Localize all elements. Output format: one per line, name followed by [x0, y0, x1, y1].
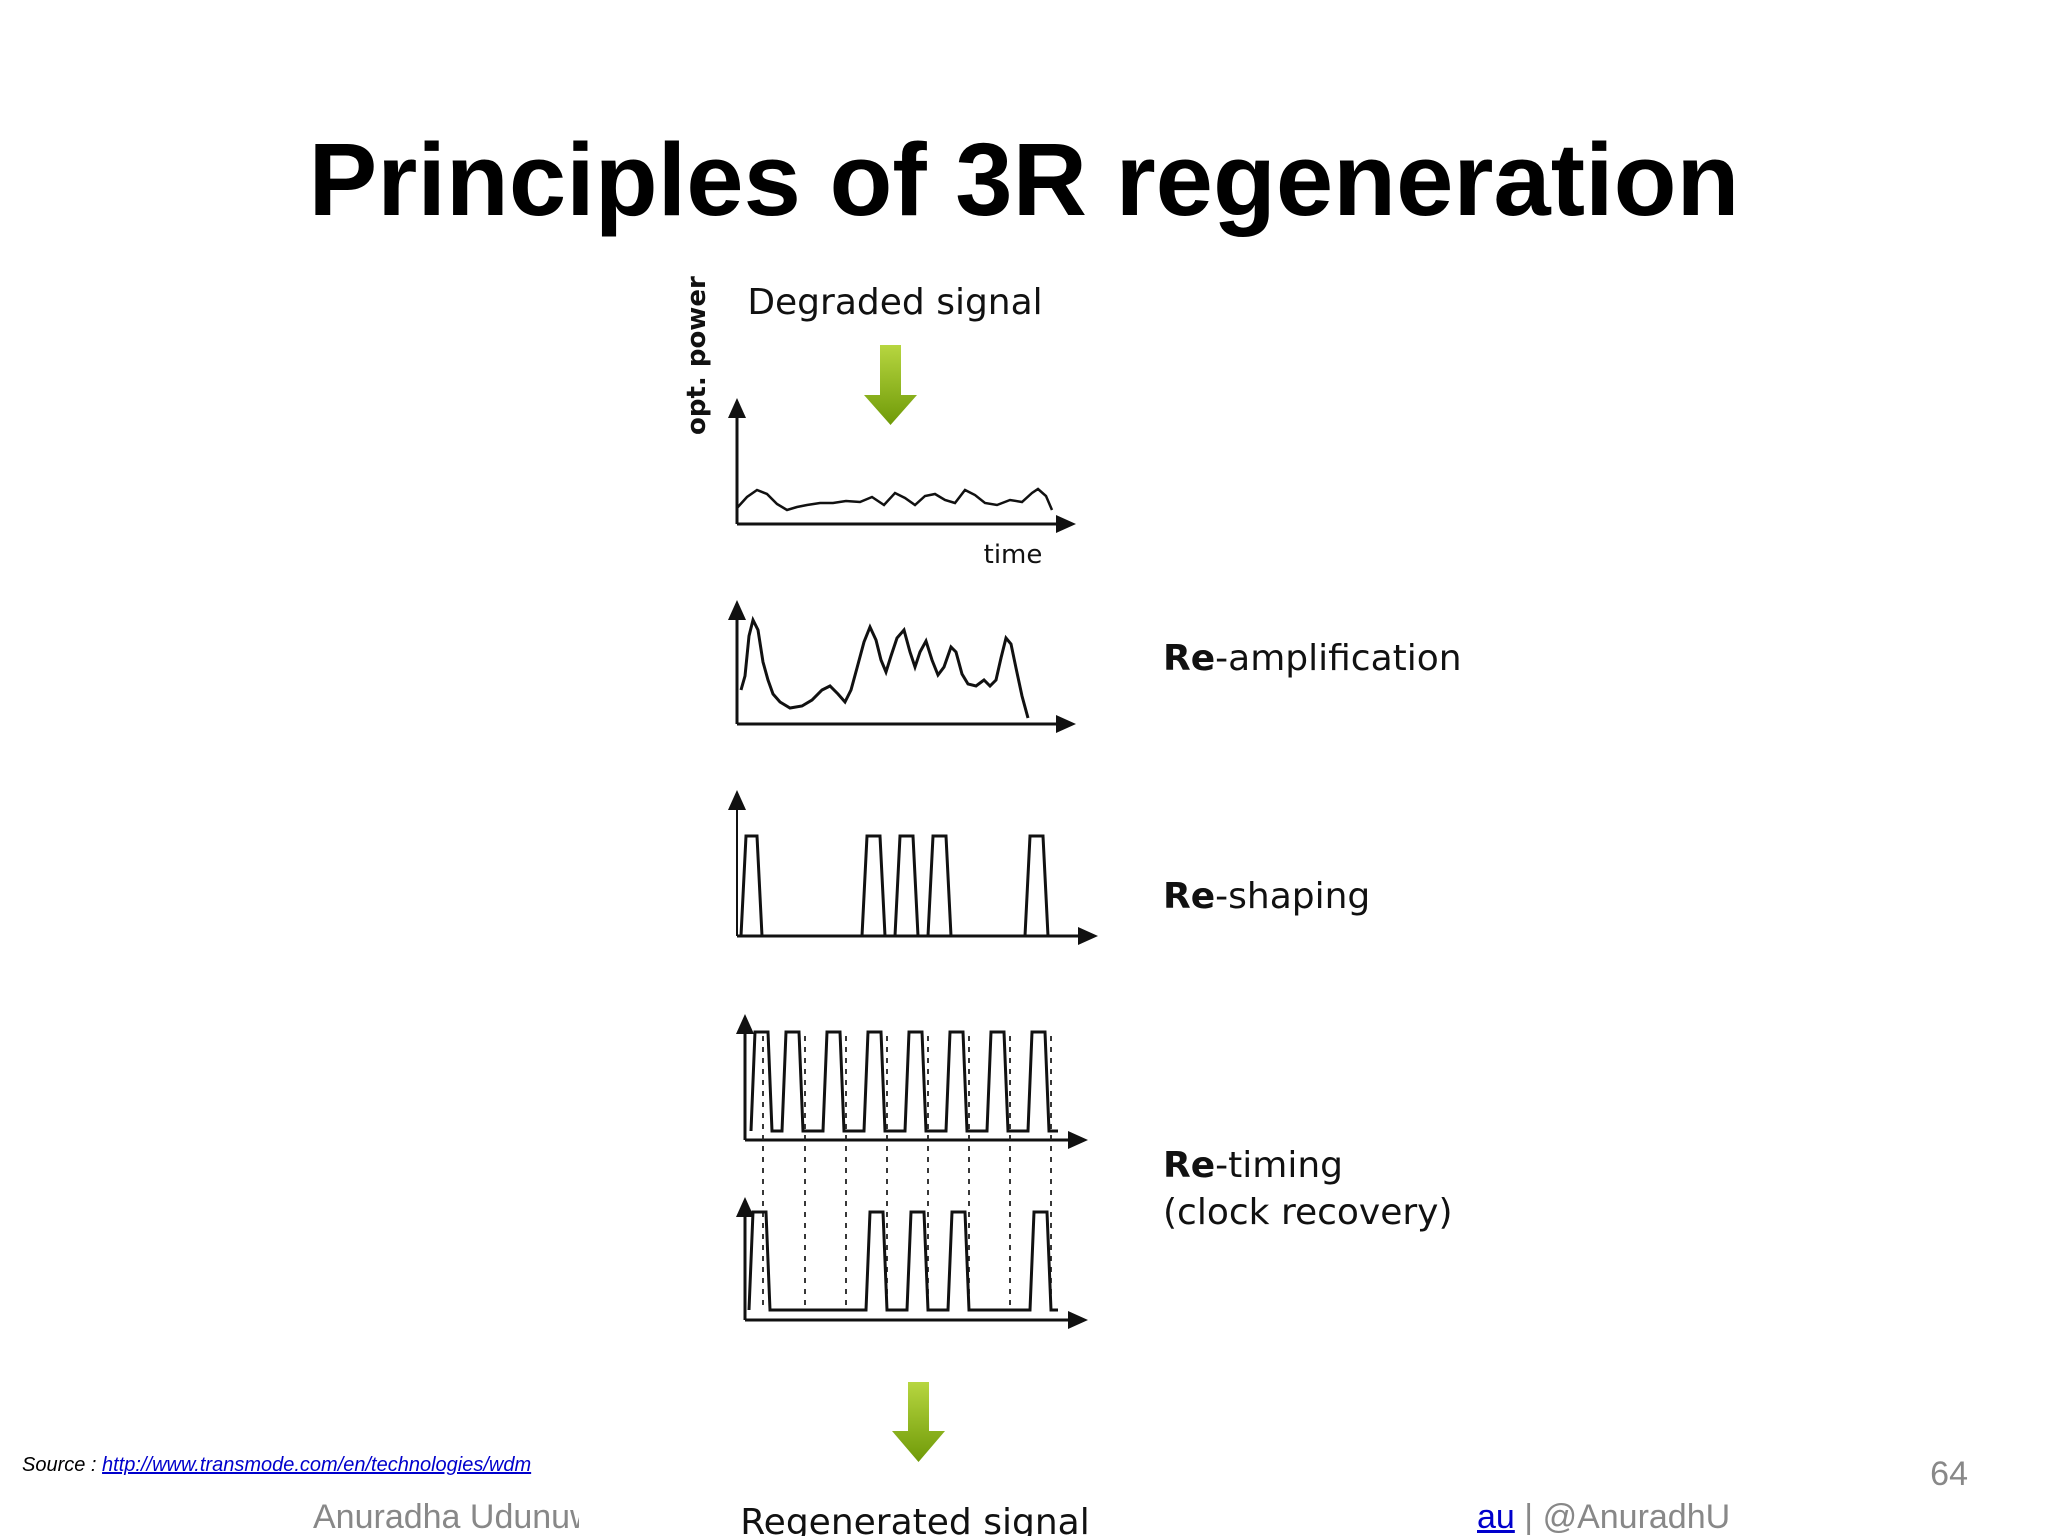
down-arrow-icon — [864, 345, 917, 425]
source-citation: Source : http://www.transmode.com/en/tec… — [22, 1454, 531, 1477]
x-axis-label: time — [984, 540, 1043, 570]
re-amplification-prefix: Re — [1163, 638, 1215, 679]
re-amplification-rest: -amplification — [1215, 638, 1461, 679]
re-amplification-label: Re-amplification — [1163, 638, 1462, 679]
retimed-signal-plot — [736, 1197, 1088, 1329]
degraded-signal-plot — [728, 398, 1076, 533]
clock-waveform — [749, 1030, 1058, 1133]
re-shaping-plot — [728, 790, 1098, 945]
source-link[interactable]: http://www.transmode.com/en/technologies… — [102, 1454, 532, 1476]
re-timing-prefix: Re — [1163, 1145, 1215, 1186]
down-arrow-icon — [892, 1382, 945, 1462]
source-prefix: Source : — [22, 1454, 103, 1476]
footer-handle: @AnuradhU — [1542, 1498, 1731, 1536]
degraded-signal-label: Degraded signal — [747, 282, 1042, 323]
degraded-waveform — [736, 487, 1054, 512]
page-number: 64 — [1930, 1455, 1968, 1493]
re-shaping-rest: -shaping — [1215, 876, 1370, 917]
footer-link[interactable]: au — [1477, 1498, 1515, 1536]
footer-contact: au | @AnuradhU — [1477, 1498, 1730, 1536]
re-amplification-plot — [728, 600, 1076, 733]
y-axis-label: opt. power — [682, 276, 712, 435]
clock-sampling-lines — [762, 1036, 1052, 1306]
regenerated-signal-label: Regenerated signal — [740, 1502, 1089, 1536]
clock-recovery-label: (clock recovery) — [1163, 1192, 1453, 1233]
re-timing-rest: -timing — [1215, 1145, 1343, 1186]
shaped-waveform — [739, 834, 1050, 938]
re-timing-label: Re-timing — [1163, 1145, 1343, 1186]
re-shaping-label: Re-shaping — [1163, 876, 1370, 917]
footer-author: Anuradha Udunuwara — [313, 1498, 579, 1536]
amplified-waveform — [739, 615, 1030, 719]
footer-separator: | — [1514, 1498, 1543, 1536]
clock-signal-plot — [736, 1014, 1088, 1149]
re-shaping-prefix: Re — [1163, 876, 1215, 917]
slide-title: Principles of 3R regeneration — [308, 122, 1740, 237]
retimed-waveform — [747, 1210, 1058, 1312]
